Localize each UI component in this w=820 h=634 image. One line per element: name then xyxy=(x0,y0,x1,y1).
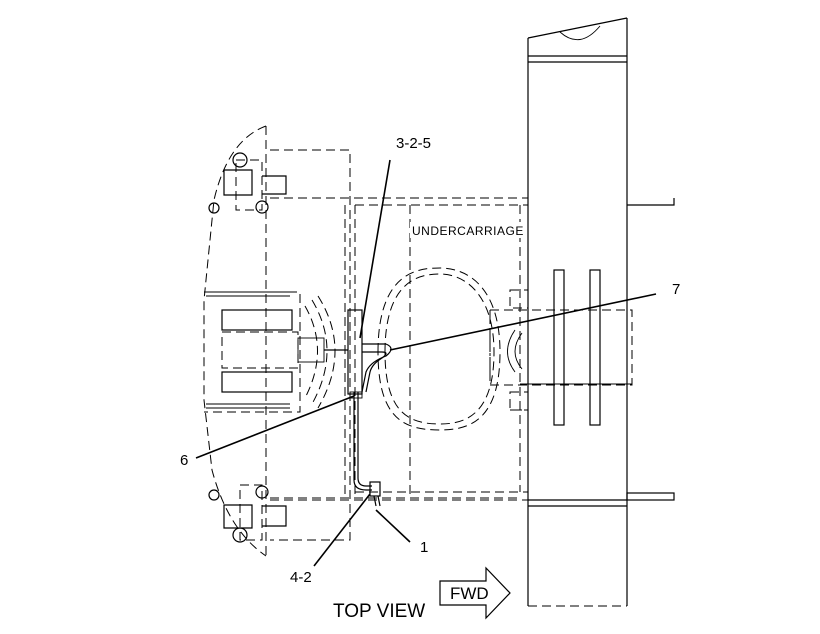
leader-lines xyxy=(195,159,657,567)
fwd-label: FWD xyxy=(450,584,489,603)
callout-1: 1 xyxy=(420,539,428,556)
undercarriage-frame xyxy=(270,197,529,501)
top-view-title: TOP VIEW xyxy=(333,601,425,622)
fwd-arrow: FWD xyxy=(439,566,511,620)
callout-7: 7 xyxy=(672,281,680,298)
callout-3-2-5: 3-2-5 xyxy=(396,135,431,152)
undercarriage-label: UNDERCARRIAGE xyxy=(412,224,524,238)
callout-4-2: 4-2 xyxy=(290,569,312,586)
cross-members xyxy=(489,269,633,426)
callout-6: 6 xyxy=(180,452,188,469)
left-track-assembly xyxy=(203,125,363,557)
boom-frame xyxy=(527,17,675,607)
swing-ring xyxy=(377,267,523,431)
hydraulic-lines xyxy=(349,343,392,507)
